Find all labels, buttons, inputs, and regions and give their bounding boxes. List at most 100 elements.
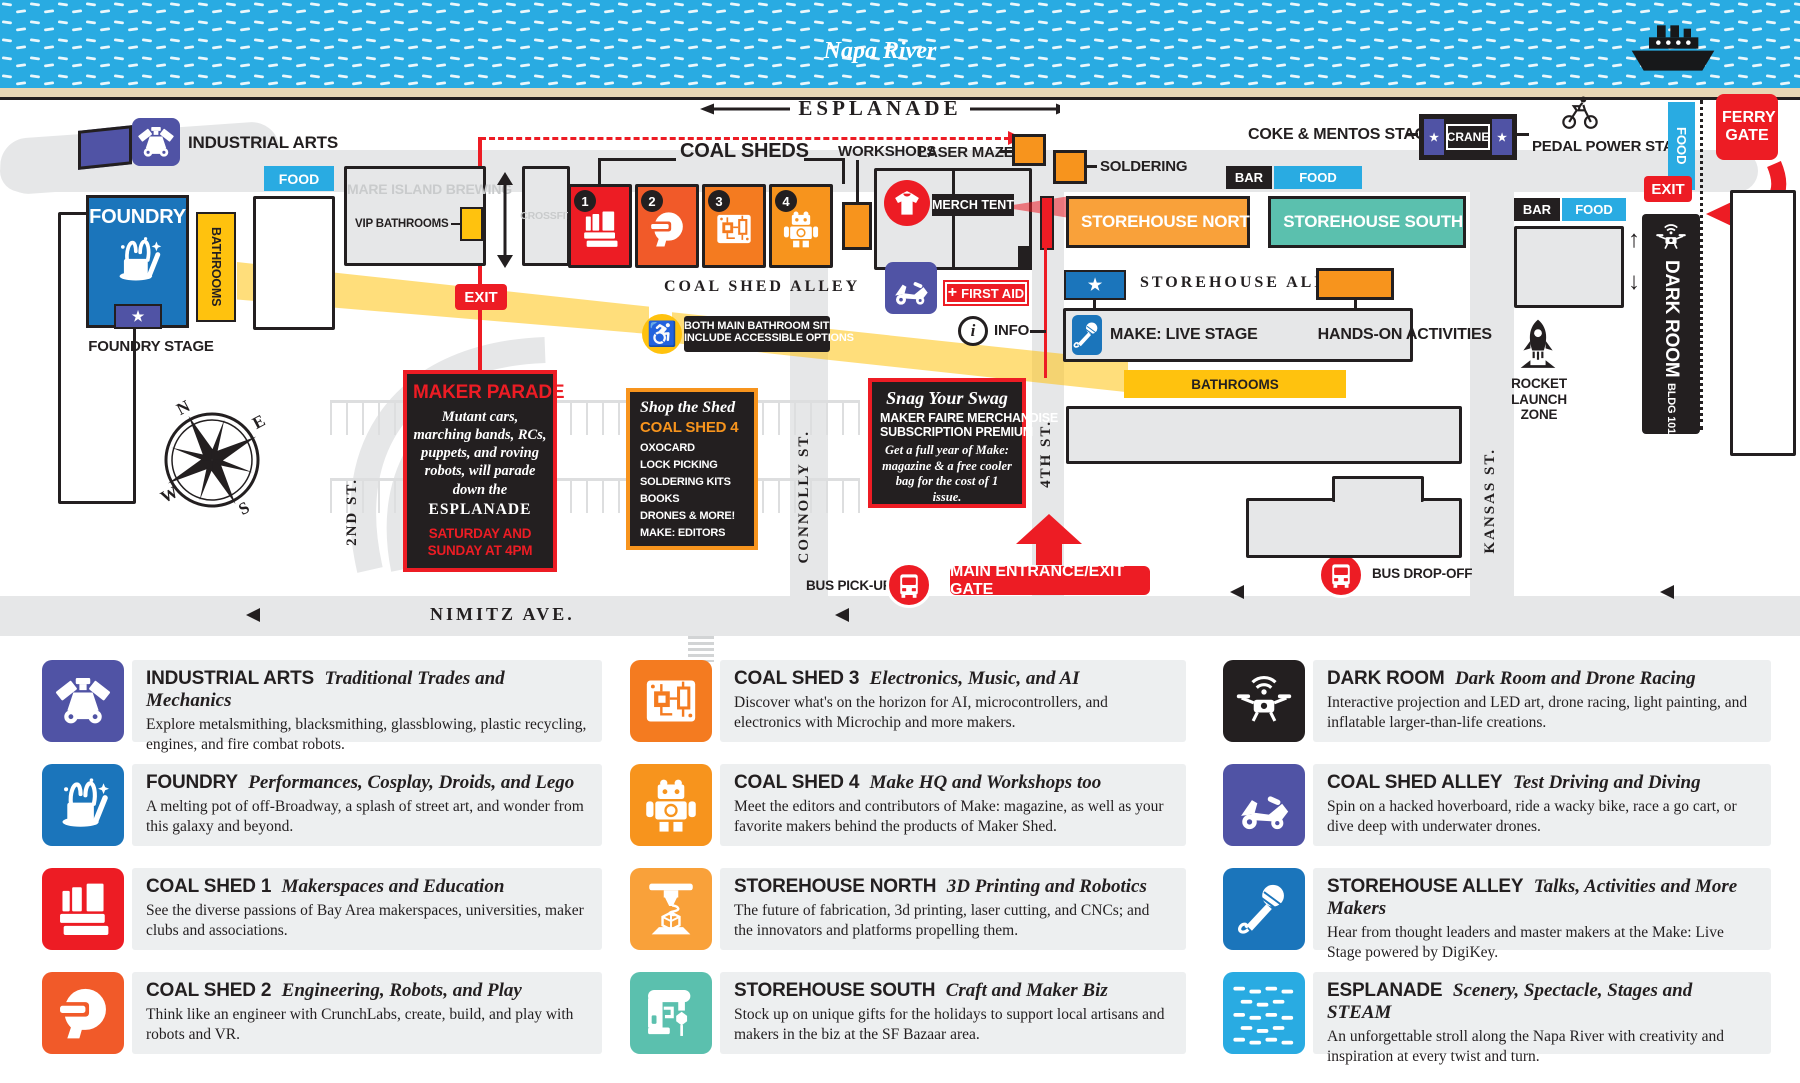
legend-subtitle: Test Driving and Diving: [1512, 772, 1701, 793]
coal-sheds-bracket-right: [804, 158, 844, 161]
legend-desc: Think like an engineer with CrunchLabs, …: [146, 1006, 574, 1043]
merch-tent-label: MERCH TENT: [932, 194, 1014, 216]
coal-shed-3: 3: [702, 184, 766, 268]
microphone-icon: [1072, 320, 1102, 350]
legend-title: STOREHOUSE NORTH: [734, 876, 937, 897]
bar-label: BAR: [1522, 202, 1552, 217]
storehouse-alley-label: STOREHOUSE ALLEY: [1140, 274, 1357, 291]
cyclist-icon: [1558, 92, 1602, 132]
legend-item-industrial-arts: INDUSTRIAL ARTS Traditional Trades and M…: [42, 660, 602, 753]
storehouse-south-label: STOREHOUSE SOUTH: [1283, 212, 1463, 231]
ferry-gate-badge: FERRY GATE: [1716, 94, 1778, 160]
circuit-board-icon-tile: [630, 660, 712, 742]
legend-item-coal-shed-alley: COAL SHED ALLEY Test Driving and Diving …: [1223, 764, 1771, 846]
legend-subtitle: Craft and Maker Biz: [945, 980, 1108, 1001]
building-door: [1018, 246, 1032, 270]
workshops-tent: [842, 202, 872, 250]
tshirt-icon: [892, 188, 922, 218]
legend-desc: See the diverse passions of Bay Area mak…: [146, 902, 584, 939]
legend-subtitle: Electronics, Music, and AI: [869, 668, 1080, 689]
swag-title: Snag Your Swag: [886, 388, 1008, 408]
robot-icon-tile: [630, 764, 712, 846]
compass-s: S: [235, 498, 252, 519]
legend-item-coal-shed-2: COAL SHED 2 Engineering, Robots, and Pla…: [42, 972, 602, 1054]
legend-subtitle: Makerspaces and Education: [281, 876, 505, 897]
food-label: FOOD: [1674, 127, 1689, 165]
esplanade-header: ESPLANADE: [700, 96, 1060, 121]
fourth-st-label: 4TH ST.: [1038, 420, 1054, 488]
industrial-arts-label: INDUSTRIAL ARTS: [188, 133, 339, 152]
food-badge-left: FOOD: [264, 166, 334, 191]
shed-number: 4: [775, 190, 797, 212]
road-arrow-icon: [1660, 585, 1674, 599]
legend-subtitle: Make HQ and Workshops too: [869, 772, 1102, 793]
legend-item-foundry: FOUNDRY Performances, Cosplay, Droids, a…: [42, 764, 602, 846]
bus-icon: [894, 570, 924, 600]
star-icon: ★: [1497, 131, 1507, 144]
foundry-stage-star: ★: [114, 304, 162, 329]
pedal-power-label: PEDAL POWER STAGE: [1532, 138, 1695, 155]
bus-pickup-circle: [886, 562, 932, 608]
shed-number: 2: [641, 190, 663, 212]
go-kart-icon-tile: [1223, 764, 1305, 846]
shop-shed-item: BOOKS: [640, 493, 680, 506]
connolly-st-label: CONNOLLY ST.: [796, 430, 812, 564]
swag-connector-line: [1044, 214, 1047, 378]
tent-connector: [1354, 300, 1357, 310]
hands-on-label: HANDS-ON ACTIVITIES: [1317, 326, 1492, 343]
soldering-label: SOLDERING: [1100, 158, 1188, 175]
ferry-walk-dotted-line: [1700, 100, 1703, 430]
dark-room-building: DARK ROOM BLDG 101: [1642, 214, 1700, 434]
accessibility-icon: ♿: [642, 314, 682, 354]
building-outline-right: [1730, 190, 1796, 456]
legend-item-storehouse-alley: STOREHOUSE ALLEY Talks, Activities and M…: [1223, 868, 1771, 961]
coal-sheds-header: COAL SHEDS: [680, 140, 809, 162]
bus-pickup-label: BUS PICK-UP: [806, 578, 892, 593]
coal-shed-alley-label: COAL SHED ALLEY: [664, 278, 861, 295]
legend-subtitle: Engineering, Robots, and Play: [281, 980, 522, 1001]
accessible-note: BOTH MAIN BATHROOM SITES INCLUDE ACCESSI…: [684, 316, 854, 352]
waves-icon-tile: [1223, 972, 1305, 1054]
bar-label: BAR: [1234, 170, 1264, 185]
up-arrow-icon: ↑: [1628, 226, 1640, 253]
food-label: FOOD: [1575, 202, 1613, 217]
shop-shed-item: SOLDERING KITS: [640, 476, 731, 489]
kart-tile: [885, 262, 937, 314]
legend-title: COAL SHED ALLEY: [1327, 772, 1503, 793]
legend-item-storehouse-north: STOREHOUSE NORTH 3D Printing and Robotic…: [630, 868, 1186, 950]
mare-island-brewing-label: MARE ISLAND BREWING: [347, 181, 512, 197]
legend-subtitle: Traditional Trades and Mechanics: [146, 668, 505, 711]
star-icon: ★: [131, 308, 145, 324]
gray-building-l-step: [1332, 476, 1424, 502]
maker-parade-schedule: SATURDAY AND SUNDAY AT 4PM: [427, 525, 533, 559]
workshops-label: WORKSHOPS: [838, 143, 937, 160]
robot-icon: [781, 209, 821, 249]
legend-subtitle: Dark Room and Drone Racing: [1454, 668, 1696, 689]
gray-building-right: [1514, 226, 1624, 308]
bar-badge-right: BAR: [1514, 198, 1560, 221]
engine-icon-tile: [42, 660, 124, 742]
down-arrow-icon: ↓: [1628, 268, 1640, 295]
drone-icon: [1235, 672, 1293, 730]
food-badge-right: FOOD: [1562, 198, 1626, 221]
coal-sheds-bracket-left: [598, 158, 676, 161]
swag-line2: SUBSCRIPTION PREMIUM: [880, 425, 1033, 439]
dark-room-label: DARK ROOM: [1661, 259, 1682, 378]
drone-icon-tile: [1223, 660, 1305, 742]
storehouse-south-building: STOREHOUSE SOUTH: [1268, 196, 1466, 248]
rocket-launch-zone-label: ROCKET LAUNCH ZONE: [1511, 376, 1567, 423]
legend-title: COAL SHED 3: [734, 668, 860, 689]
legend-subtitle: 3D Printing and Robotics: [946, 876, 1147, 897]
soldering-tent: [1053, 150, 1087, 184]
shop-shed-item: DRONES & MORE!: [640, 510, 735, 523]
3d-printer-icon: [642, 880, 700, 938]
shop-shed-item: LOCK PICKING: [640, 459, 718, 472]
info-connector-h: [1030, 330, 1046, 333]
first-aid-label: FIRST AID: [961, 285, 1025, 301]
laser-maze-connector: [1000, 150, 1012, 153]
soldering-connector: [1087, 165, 1097, 168]
shop-shed-item: OXOCARD: [640, 442, 695, 454]
bathrooms-left: BATHROOMS: [196, 212, 236, 322]
microphone-icon: [1235, 880, 1293, 938]
